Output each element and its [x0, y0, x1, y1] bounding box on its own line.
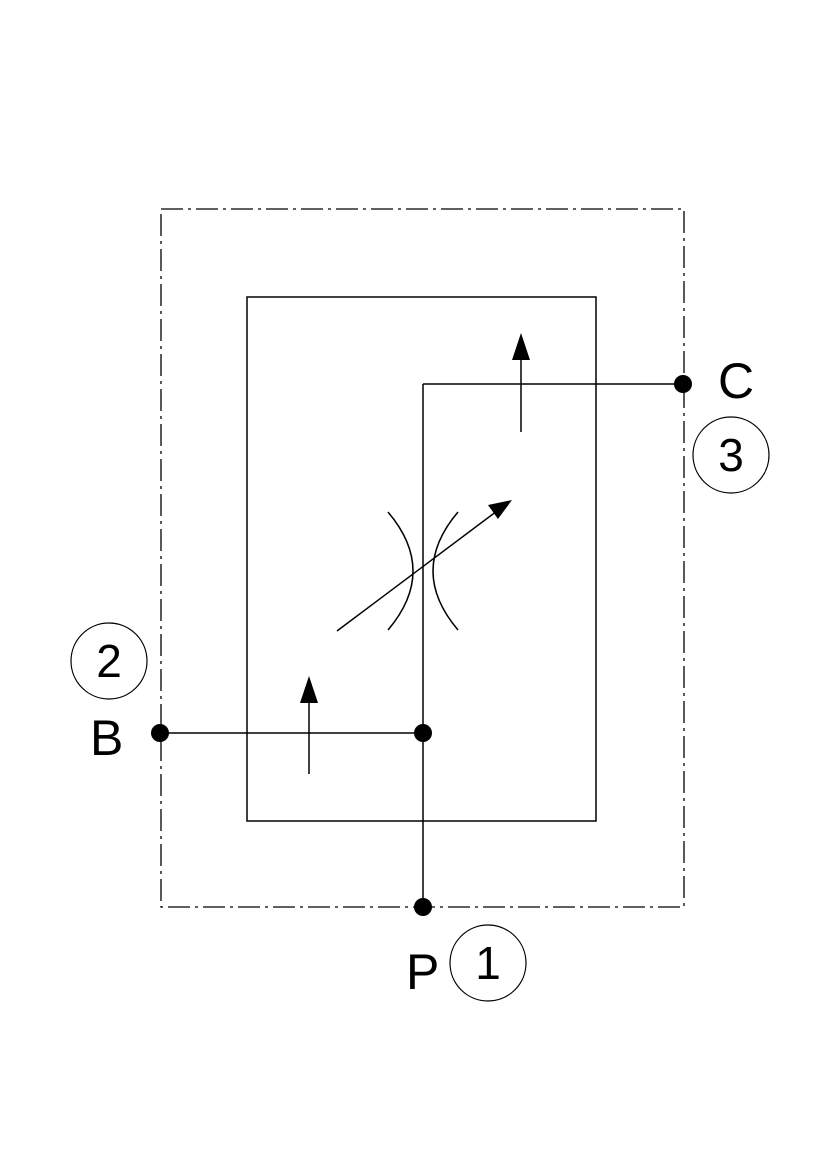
flow-arrowhead-lower	[300, 676, 318, 703]
valve-body	[246, 296, 597, 822]
port-b-dot	[151, 724, 169, 742]
adjustment-arrow-icon	[336, 504, 506, 632]
port-p-number-circle	[449, 924, 527, 1002]
adjustment-arrowhead	[488, 500, 512, 519]
port-p-letter: P	[406, 944, 439, 1000]
flow-arrow-lower	[300, 676, 318, 774]
port-c-dot	[674, 375, 692, 393]
port-p-number: 1	[475, 937, 501, 989]
flow-arrow-upper	[512, 333, 530, 432]
throttle-symbol	[387, 511, 459, 631]
port-c-number-circle	[692, 416, 770, 494]
port-c-number: 3	[718, 429, 744, 481]
junction-dot	[414, 724, 432, 742]
port-b-number-circle	[70, 622, 148, 700]
throttle-arc-left	[387, 511, 414, 631]
port-p-dot	[414, 898, 432, 916]
flow-lines	[160, 383, 683, 907]
port-b-letter: B	[90, 710, 123, 766]
flow-arrowhead-upper	[512, 333, 530, 360]
port-c-letter: C	[718, 353, 754, 409]
throttle-arc-right	[432, 511, 459, 631]
port-b-number: 2	[96, 635, 122, 687]
